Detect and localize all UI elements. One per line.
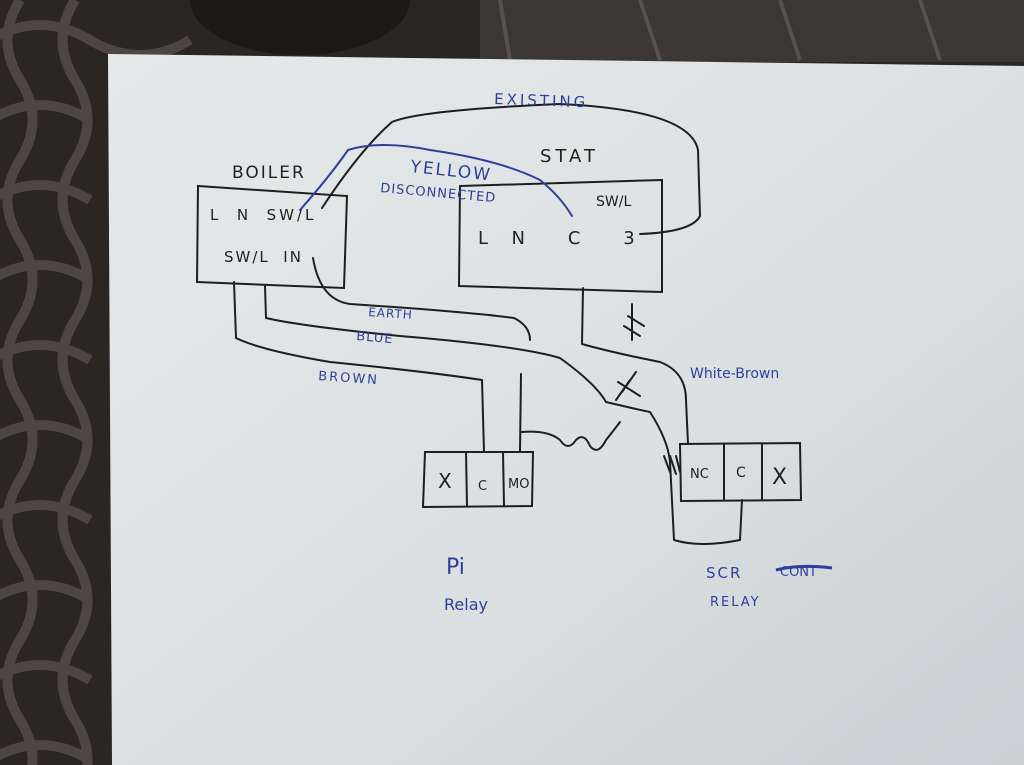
wire-earth (312, 257, 531, 341)
wire-squiggle (521, 421, 621, 451)
pi-relay-label-line2: Relay (444, 595, 488, 614)
stat-bottom-terminals: L N C 3 (478, 228, 639, 249)
label-blue: BLUE (356, 329, 394, 347)
wire-existing (321, 103, 701, 235)
wire-blue (264, 285, 743, 545)
boiler-top-terminals: L N SW/L (210, 206, 316, 224)
boiler-bottom-terminals: SW/L IN (224, 248, 303, 266)
label-earth: EARTH (368, 305, 413, 322)
label-white-brown: White-Brown (690, 366, 779, 382)
wire-brown (233, 281, 485, 453)
label-brown: BROWN (318, 369, 380, 388)
stat-title: STAT (540, 146, 599, 167)
label-existing: EXISTING (494, 90, 589, 111)
pencil-wires (233, 103, 743, 545)
pi-terminal-x: X (438, 469, 452, 493)
boiler-box (195, 184, 349, 290)
pi-terminal-c: C (478, 479, 487, 494)
ssr-terminal-nc: NC (690, 467, 709, 482)
wire-pi-mo (519, 373, 522, 453)
wire-yellow-disconnected (299, 144, 573, 217)
strike-through (775, 564, 833, 572)
boiler-title: BOILER (232, 163, 306, 183)
pi-relay-box (421, 451, 535, 509)
stat-box (457, 178, 663, 294)
paper-sheet (108, 54, 1024, 765)
ssr-terminal-c: C (736, 465, 746, 481)
pi-terminal-mo: MO (508, 477, 529, 492)
ssr-relay-label-line2: RELAY (710, 595, 761, 610)
ssr-relay-label-line1: SCR (706, 564, 742, 582)
ssr-relay-box (678, 441, 803, 503)
wire-white-brown (581, 287, 689, 445)
ssr-terminal-x: X (772, 465, 787, 490)
pi-relay-label-line1: Pi (446, 555, 465, 580)
stat-top-terminal: SW/L (596, 194, 631, 210)
